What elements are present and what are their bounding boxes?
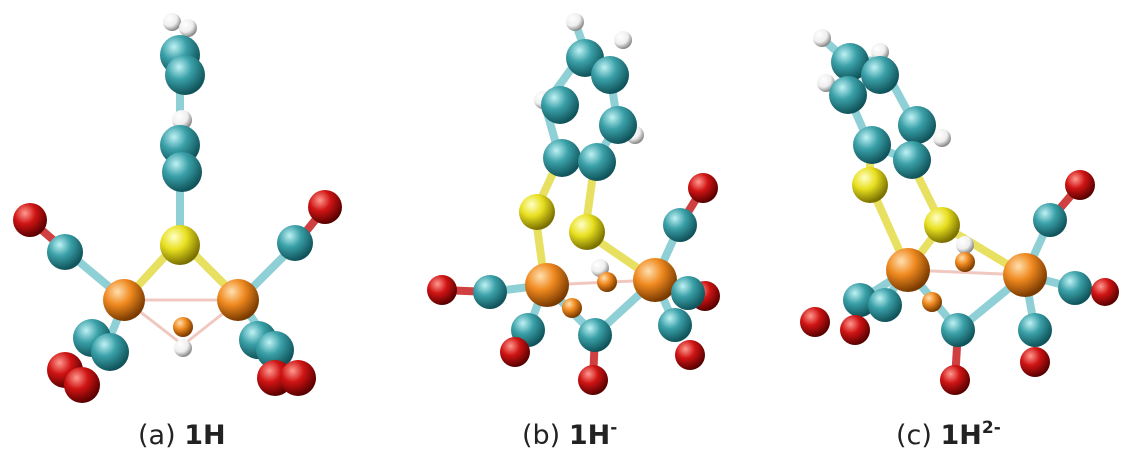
caption-label: (b) xyxy=(522,420,561,451)
iron-atom xyxy=(597,272,617,292)
carbon-atom xyxy=(578,318,612,352)
oxygen-atom xyxy=(578,365,608,395)
carbon-atom xyxy=(861,56,899,94)
carbon-atom xyxy=(256,331,294,369)
caption-label: (c) xyxy=(896,420,932,451)
carbon-atom xyxy=(831,43,869,81)
sulfur-atom xyxy=(569,214,605,250)
iron-atom xyxy=(1003,253,1047,297)
compound-name: 1H xyxy=(568,420,611,451)
carbon-atom xyxy=(663,208,697,242)
carbon-atom xyxy=(591,56,629,94)
oxygen-atom xyxy=(500,337,530,367)
iron-atom xyxy=(955,252,975,272)
sulfur-atom xyxy=(924,207,960,243)
carbon-atom xyxy=(541,86,579,124)
hydrogen-atom xyxy=(172,110,192,130)
hydrogen-atom xyxy=(813,29,831,47)
iron-atom xyxy=(922,292,942,312)
hydrogen-atom xyxy=(179,19,197,37)
compound-name: 1H xyxy=(184,420,226,451)
molecule-panel-b xyxy=(427,13,720,395)
iron-atom xyxy=(886,248,930,292)
sulfur-atom xyxy=(852,167,888,203)
carbon-atom xyxy=(1033,203,1067,237)
oxygen-atom xyxy=(1020,347,1050,377)
caption-label: (a) xyxy=(138,420,176,451)
caption-c: (c) 1H2- xyxy=(896,418,1001,451)
oxygen-atom xyxy=(688,173,718,203)
atoms xyxy=(800,29,1119,395)
carbon-atom xyxy=(162,152,202,192)
carbon-atom xyxy=(543,139,581,177)
carbon-atom xyxy=(671,276,705,310)
molecule-panel-c xyxy=(800,29,1119,395)
iron-atom xyxy=(103,279,145,321)
iron-atom xyxy=(525,263,569,307)
compound-charge: - xyxy=(610,418,618,438)
sulfur-atom xyxy=(519,194,555,230)
hydrogen-atom xyxy=(566,13,584,31)
carbon-atom xyxy=(941,313,975,347)
carbon-atom xyxy=(165,55,205,95)
carbon-atom xyxy=(893,141,931,179)
iron-atom xyxy=(217,279,259,321)
carbon-atom xyxy=(91,333,129,371)
carbon-atom xyxy=(47,234,83,270)
oxygen-atom xyxy=(800,307,830,337)
iron-atom xyxy=(562,298,582,318)
carbon-atom xyxy=(853,126,891,164)
compound-name: 1H xyxy=(940,420,982,451)
carbon-atom xyxy=(473,275,507,309)
oxygen-atom xyxy=(280,360,316,396)
carbon-atom xyxy=(898,106,936,144)
oxygen-atom xyxy=(13,203,47,237)
caption-a: (a) 1H xyxy=(138,418,226,451)
hydrogen-atom xyxy=(956,236,974,254)
caption-b: (b) 1H- xyxy=(522,418,617,451)
atoms xyxy=(427,13,720,395)
oxygen-atom xyxy=(1065,170,1095,200)
hydrogen-atom xyxy=(163,13,181,31)
hydrogen-atom xyxy=(174,339,192,357)
carbon-atom xyxy=(868,288,902,322)
oxygen-atom xyxy=(840,315,870,345)
carbon-atom xyxy=(277,225,313,261)
compound-charge: 2- xyxy=(981,418,1001,438)
carbon-atom xyxy=(578,143,616,181)
molecule-panel-a xyxy=(13,13,342,403)
atoms xyxy=(13,13,342,403)
oxygen-atom xyxy=(675,340,705,370)
iron-atom xyxy=(173,317,193,337)
carbon-atom xyxy=(599,106,637,144)
carbon-atom xyxy=(1018,313,1052,347)
hydrogen-atom xyxy=(871,43,889,61)
oxygen-atom xyxy=(64,367,100,403)
iron-atom xyxy=(633,258,677,302)
hydrogen-atom xyxy=(933,129,951,147)
oxygen-atom xyxy=(308,190,342,224)
oxygen-atom xyxy=(940,365,970,395)
hydrogen-atom xyxy=(614,31,632,49)
carbon-atom xyxy=(829,76,867,114)
oxygen-atom xyxy=(1091,278,1119,306)
carbon-atom xyxy=(658,308,692,342)
carbon-atom xyxy=(1058,271,1092,305)
oxygen-atom xyxy=(427,275,457,305)
hydrogen-atom xyxy=(817,74,835,92)
sulfur-atom xyxy=(160,225,200,265)
